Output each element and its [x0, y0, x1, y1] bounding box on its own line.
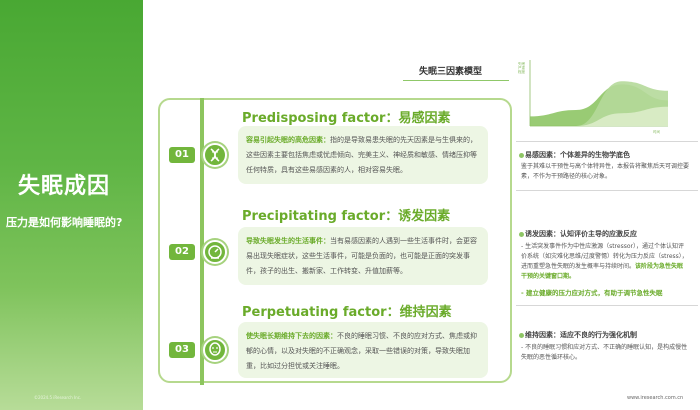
note-body-text: - 生活突发事件作为中性应激源（stressor），通过个体认知评价系统（如灾难… [521, 243, 688, 270]
copyright-note: ©2024.5 iResearch Inc. [34, 395, 82, 400]
factor-card-precipitating: 导致失眠发生的生活事件：当有易感因素的人遇到一些生活事件时，会更容易出现失眠症状… [238, 227, 488, 285]
factors-frame [158, 98, 512, 383]
head-icon [203, 338, 227, 362]
factor-description: 指的是导致易患失眠的先天因素是与生俱来的，这些因素主要包括焦虑或忧虑倾向、完美主… [246, 136, 477, 174]
note-body-emphasis: 该阶段为急性失眠干预的关键窗口期。 [521, 263, 684, 280]
factor-badge: 01 [169, 147, 195, 163]
note-title-precipitating: 诱发因素：认知评价主导的应激反应 [519, 229, 637, 239]
separator [516, 190, 698, 191]
note-title-text: 维持因素：适应不良的行为强化机制 [525, 331, 637, 339]
section-title: 失眠三因素模型 [419, 67, 483, 77]
factor-text: 导致失眠发生的生活事件：当有易感因素的人遇到一些生活事件时，会更容易出现失眠症状… [246, 234, 482, 279]
factor-card-perpetuating: 使失眠长期维持下去的因素：不良的睡眠习惯、不良的应对方式、焦虑或抑郁的心情，以及… [238, 322, 488, 378]
page-subtitle: 压力是如何影响睡眠的? [6, 216, 123, 229]
dna-icon [203, 143, 227, 167]
separator [516, 141, 698, 142]
timeline-bar [200, 98, 204, 385]
factor-highlight: 容易引起失眠的高危因素： [246, 136, 330, 144]
factor-text: 使失眠长期维持下去的因素：不良的睡眠习惯、不良的应对方式、焦虑或抑郁的心情，以及… [246, 329, 482, 374]
gauge-icon [203, 240, 227, 264]
bullet-icon [519, 152, 524, 158]
factor-badge: 02 [169, 244, 195, 260]
factor-title-perpetuating: Perpetuating factor：维持因素 [242, 305, 452, 320]
factor-text: 容易引起失眠的高危因素：指的是导致易患失眠的先天因素是与生俱来的，这些因素主要包… [246, 133, 482, 178]
separator [516, 305, 698, 306]
factor-badge: 03 [169, 342, 195, 358]
note-title-predisposing: 易感因素：个体差异的生物学底色 [519, 150, 630, 160]
factor-description: 不良的睡眠习惯、不良的应对方式、焦虑或抑郁的心情，以及对失眠的不正确观念，采取一… [246, 332, 477, 370]
factor-highlight: 使失眠长期维持下去的因素： [246, 332, 337, 340]
note-title-text: 易感因素：个体差异的生物学底色 [525, 151, 630, 159]
note-action-precipitating: - 建立健康的压力应对方式，有助于调节急性失眠 [521, 289, 663, 297]
insomnia-model-chart [529, 60, 668, 127]
factor-title-predisposing: Predisposing factor：易感因素 [242, 111, 451, 126]
note-title-perpetuating: 维持因素：适应不良的行为强化机制 [519, 330, 637, 340]
factor-highlight: 导致失眠发生的生活事件： [246, 237, 330, 245]
note-body-perpetuating: - 不良的睡眠习惯和应对方式、不正确的睡眠认知，是构成慢性失眠的恶性循环核心。 [521, 344, 688, 361]
title-rule [403, 80, 509, 81]
left-panel: 失眠成因 压力是如何影响睡眠的? ©2024.5 iResearch Inc. [0, 0, 143, 410]
chart-xlabel: 时间 [653, 130, 660, 134]
footer-url: www.iresearch.com.cn [627, 395, 684, 401]
page-title: 失眠成因 [18, 174, 111, 199]
factor-description: 当有易感因素的人遇到一些生活事件时，会更容易出现失眠症状，这些生活事件，可能是负… [246, 237, 477, 275]
note-title-text: 诱发因素：认知评价主导的应激反应 [525, 230, 637, 238]
factor-card-predisposing: 容易引起失眠的高危因素：指的是导致易患失眠的先天因素是与生俱来的，这些因素主要包… [238, 126, 488, 184]
factor-title-precipitating: Precipitating factor：诱发因素 [242, 209, 451, 224]
note-body-precipitating: - 生活突发事件作为中性应激源（stressor），通过个体认知评价系统（如灾难… [521, 242, 689, 282]
bullet-icon [519, 231, 524, 237]
chart-ylabel: 失眠严重程度 [518, 62, 525, 74]
bullet-icon [519, 332, 524, 338]
note-body-predisposing: 鉴于其难以干预性与高个体特异性，本报告将聚焦后天可调控要素，不作为干预路径的核心… [521, 163, 690, 180]
chart-area-2 [530, 106, 668, 126]
